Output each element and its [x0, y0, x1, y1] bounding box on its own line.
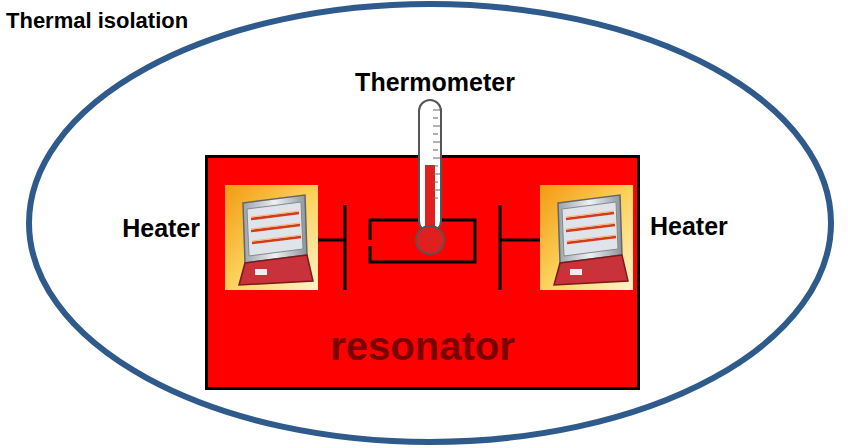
region-title: Thermal isolation: [6, 8, 188, 34]
heater-label: Heater: [650, 212, 728, 241]
heater-label: Heater: [122, 214, 200, 243]
thermometer-label: Thermometer: [355, 68, 515, 97]
box-label: resonator: [330, 324, 515, 369]
